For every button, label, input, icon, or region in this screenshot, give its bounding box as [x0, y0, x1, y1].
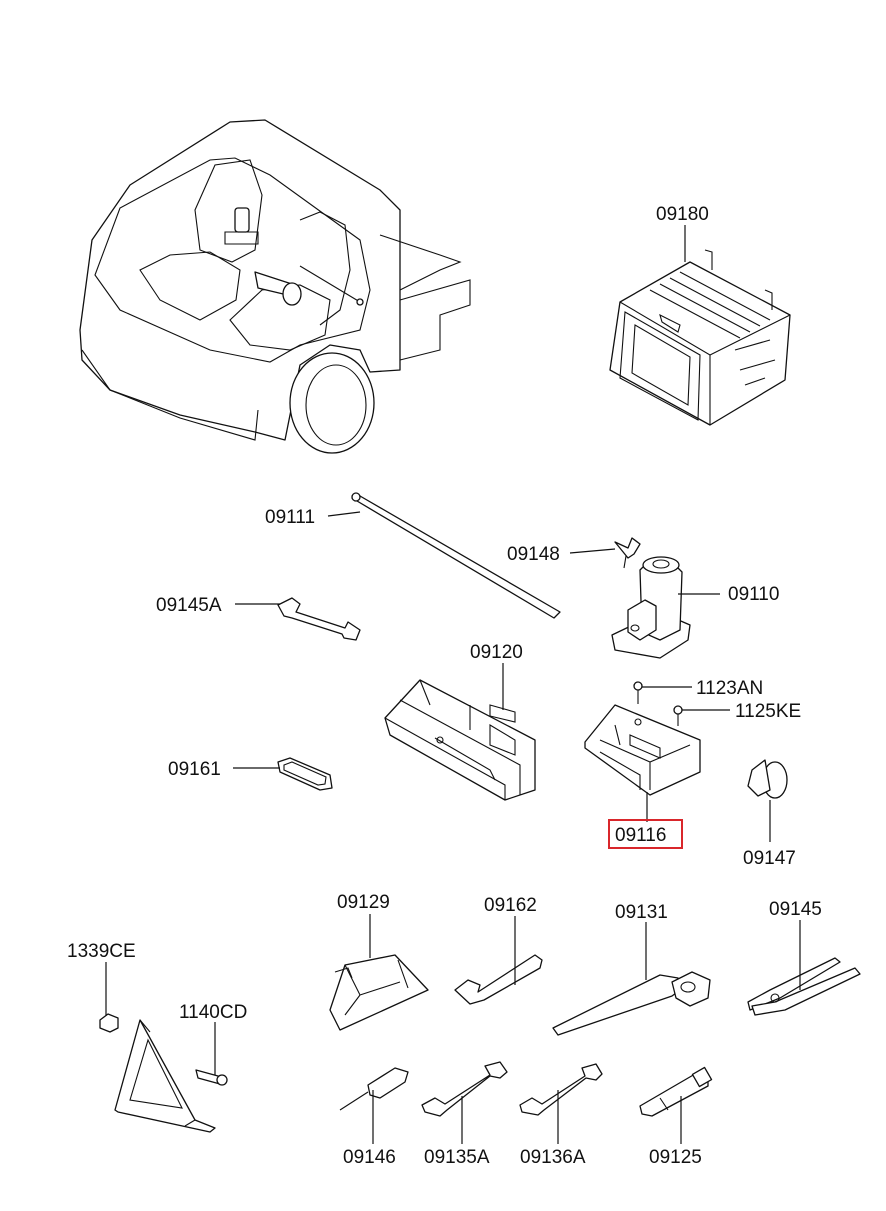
bottle-jack-09110: [611, 556, 691, 659]
highlight-box-09116: [608, 819, 683, 849]
label-09136A[interactable]: 09136A: [520, 1147, 586, 1168]
bolt-1140CD: [195, 1069, 228, 1086]
tool-box-09180: [609, 249, 791, 426]
lug-wrench-09131: [552, 971, 711, 1036]
pliers-09145: [747, 957, 861, 1016]
screwdriver-09146: [339, 1067, 409, 1111]
label-09125[interactable]: 09125: [649, 1147, 702, 1168]
wing-bolt-09148: [614, 537, 641, 569]
jack-bracket-09116: [584, 704, 701, 796]
label-1125KE[interactable]: 1125KE: [735, 701, 801, 722]
warning-triangle: [114, 1019, 216, 1133]
bolt-1125KE: [673, 705, 683, 726]
truck-cab-illustration: [79, 119, 471, 454]
label-1140CD[interactable]: 1140CD: [179, 1002, 247, 1023]
wrench-09162: [454, 954, 543, 1005]
label-09145A[interactable]: 09145A: [156, 595, 222, 616]
part-labels: 09180 09111 09148 09110 09145A 09120 112…: [67, 204, 822, 1168]
label-09180[interactable]: 09180: [656, 204, 709, 225]
label-1123AN[interactable]: 1123AN: [696, 678, 763, 699]
label-09131[interactable]: 09131: [615, 902, 668, 923]
label-1339CE[interactable]: 1339CE: [67, 941, 136, 962]
tool-bag-09129: [329, 954, 429, 1031]
tool-tray-09120: [384, 679, 536, 801]
strap-09161: [277, 757, 333, 791]
open-end-wrench-09145A: [277, 597, 361, 641]
label-09135A[interactable]: 09135A: [424, 1147, 490, 1168]
socket-bar-09125: [639, 1066, 713, 1117]
leader-lines: [105, 225, 801, 1144]
label-09162[interactable]: 09162: [484, 895, 537, 916]
label-09110[interactable]: 09110: [728, 584, 779, 605]
label-09145[interactable]: 09145: [769, 899, 822, 920]
wrench-09135A: [421, 1061, 508, 1117]
label-09129[interactable]: 09129: [337, 892, 390, 913]
wrench-09136A: [519, 1063, 603, 1116]
label-09111[interactable]: 09111: [265, 507, 315, 528]
handle-bar-09111: [351, 492, 561, 619]
label-09146[interactable]: 09146: [343, 1147, 396, 1168]
label-09148[interactable]: 09148: [507, 544, 560, 565]
nut-1339CE: [99, 1013, 119, 1033]
label-09120[interactable]: 09120: [470, 642, 523, 663]
clamp-09147: [747, 759, 788, 799]
label-09116[interactable]: 09116: [615, 825, 666, 846]
label-09147[interactable]: 09147: [743, 848, 796, 869]
bolt-1123AN: [633, 681, 643, 704]
label-09161[interactable]: 09161: [168, 759, 221, 780]
